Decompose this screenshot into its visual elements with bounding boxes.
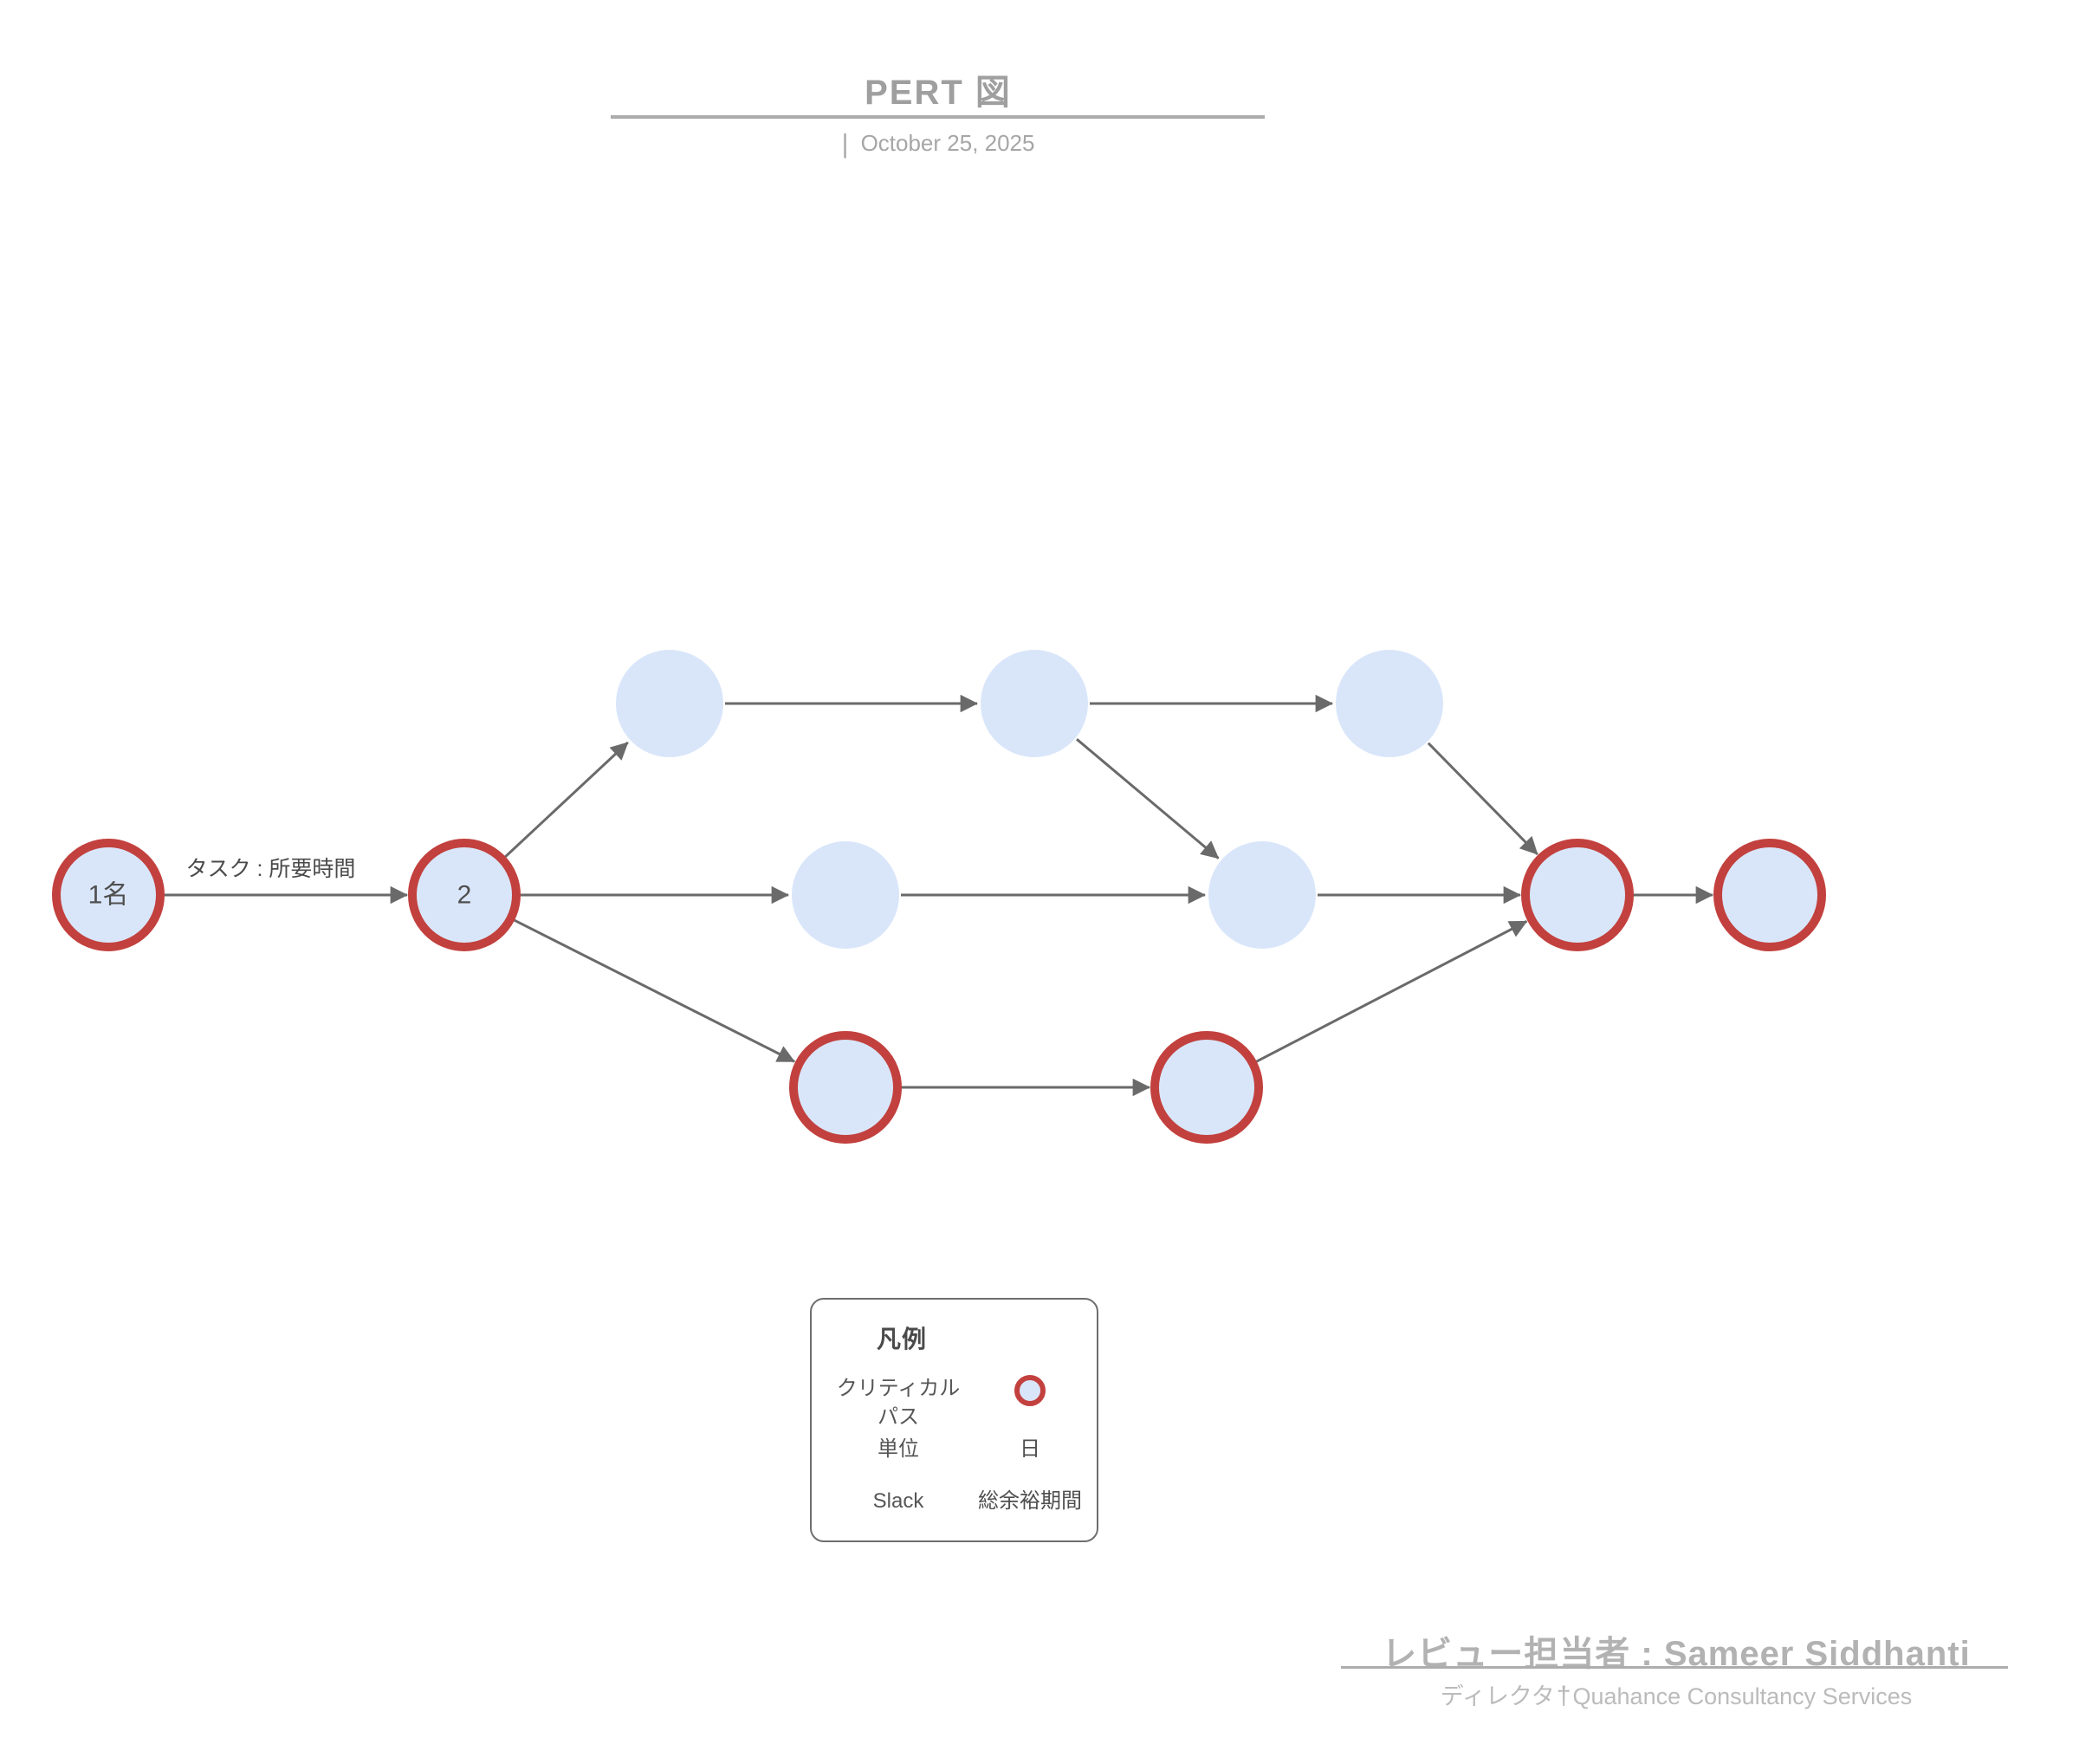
node-label-n2: 2 bbox=[457, 881, 472, 910]
pert-node-mid2 bbox=[1208, 841, 1316, 949]
reviewer-role: ディレクタ bbox=[1440, 1683, 1555, 1709]
company-name: Quahance Consultancy Services bbox=[1572, 1683, 1913, 1709]
reviewer-underline bbox=[1341, 1666, 2008, 1669]
legend-label: Slack bbox=[872, 1489, 924, 1513]
edge-n2-top1 bbox=[503, 741, 629, 859]
legend-value: 総余裕期間 bbox=[978, 1489, 1082, 1513]
pert-node-n2 bbox=[408, 839, 521, 951]
edge-bot2-merge bbox=[1255, 920, 1528, 1063]
page-title: PERT 図 bbox=[865, 74, 1012, 112]
node-label-start: 1名 bbox=[88, 881, 129, 910]
legend-label: 単位 bbox=[878, 1437, 919, 1461]
pert-node-top1 bbox=[616, 650, 723, 757]
edge-top2-mid2 bbox=[1076, 738, 1220, 859]
reviewer-role-company: ディレクタ†Quahance Consultancy Services bbox=[1334, 1677, 2018, 1711]
legend-value: 日 bbox=[1020, 1437, 1040, 1461]
pert-node-top2 bbox=[981, 650, 1088, 757]
edge-label: タスク : 所要時間 bbox=[186, 857, 356, 881]
pert-node-merge bbox=[1521, 839, 1634, 951]
title-underline bbox=[611, 115, 1265, 119]
legend-label: クリティカル パス bbox=[836, 1377, 961, 1429]
legend-value bbox=[969, 1374, 1091, 1409]
date-separator: | bbox=[841, 128, 849, 159]
pert-node-start bbox=[52, 839, 165, 951]
edge-top3-merge bbox=[1427, 742, 1538, 855]
pert-node-mid1 bbox=[792, 841, 899, 949]
pert-node-bot1 bbox=[789, 1031, 902, 1144]
date-text: October 25, 2025 bbox=[860, 130, 1035, 156]
pert-node-top3 bbox=[1336, 650, 1443, 757]
legend-row-critical-path: クリティカル パス bbox=[812, 1374, 1097, 1431]
pert-node-end bbox=[1713, 839, 1826, 951]
critical-path-node-icon bbox=[1014, 1375, 1046, 1406]
date-line: | October 25, 2025 bbox=[609, 130, 1267, 157]
legend-title: 凡例 bbox=[877, 1326, 928, 1352]
legend-row-slack: Slack 総余裕期間 bbox=[812, 1487, 1097, 1515]
pert-node-bot2 bbox=[1150, 1031, 1263, 1144]
edge-n2-bot1 bbox=[513, 918, 795, 1063]
role-company-separator: † bbox=[1556, 1682, 1571, 1710]
legend-box: 凡例 クリティカル パス 単位 日 Slack 総余裕期間 bbox=[810, 1298, 1098, 1542]
legend-row-unit: 単位 日 bbox=[812, 1435, 1097, 1463]
